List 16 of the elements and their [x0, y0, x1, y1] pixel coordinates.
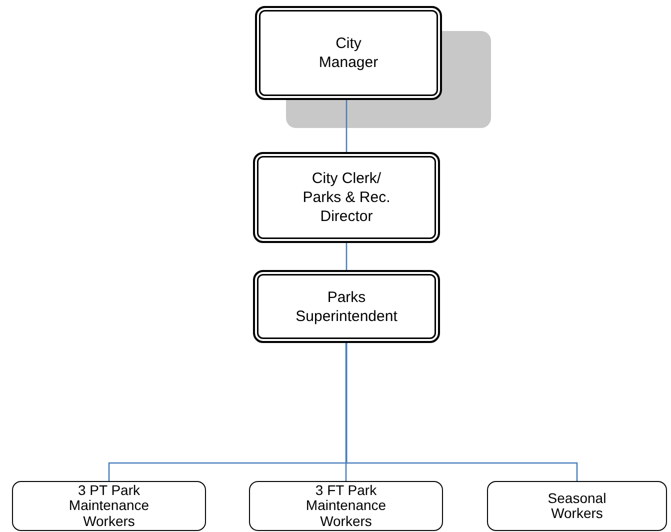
position-box [253, 152, 440, 243]
position-title: 3 PT Park Maintenance Workers [68, 482, 150, 530]
position-title: Seasonal Workers [546, 490, 608, 522]
connector-line [346, 343, 578, 481]
connector-line [346, 100, 348, 152]
position-box [249, 481, 443, 531]
position-title: Parks Superintendent [294, 288, 398, 326]
connector-line [346, 243, 348, 270]
connector-line [345, 343, 347, 481]
position-box [487, 481, 667, 531]
position-title: City Clerk/ Parks & Rec. Director [302, 169, 392, 226]
position-box [255, 6, 442, 100]
position-box [253, 270, 440, 343]
position-title: City Manager [318, 34, 380, 72]
position-box [12, 481, 206, 531]
position-title: 3 FT Park Maintenance Workers [304, 482, 388, 530]
